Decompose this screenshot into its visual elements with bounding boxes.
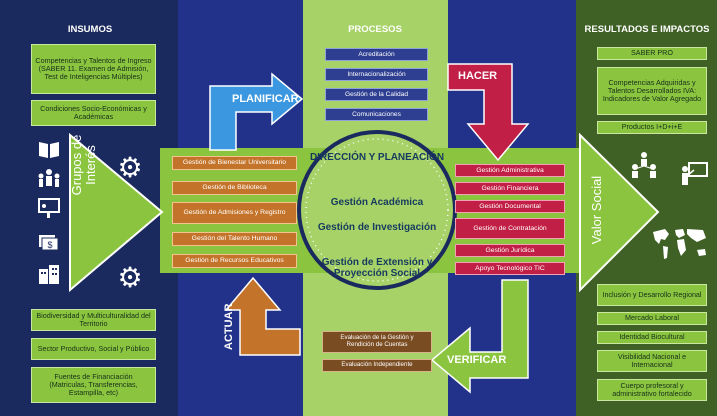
procesos-header: PROCESOS	[348, 24, 402, 35]
money-icon: $	[36, 230, 62, 254]
insumos-header: INSUMOS	[67, 24, 113, 35]
actuar-arrow	[224, 276, 301, 356]
resultado-competencias: Competencias Adquiridas y Talentos Desar…	[597, 67, 707, 115]
actuar-label: ACTUAR	[223, 303, 235, 350]
proceso-comunicaciones: Comunicaciones	[325, 108, 428, 121]
people-icon	[36, 166, 62, 190]
right-item-financiera: Gestión Financiera	[455, 182, 565, 195]
buildings-icon	[36, 262, 62, 286]
right-item-juridica: Gestión Jurídica	[455, 244, 565, 257]
resultado-productos: Productos I+D+i+E	[597, 121, 707, 134]
proceso-acreditacion: Acreditación	[325, 48, 428, 61]
center-item-academica: Gestión Académica	[330, 197, 424, 208]
insumo-competencias: Competencias y Talentos de Ingreso (SABE…	[31, 44, 156, 94]
planificar-label: PLANIFICAR	[232, 93, 299, 105]
gear-icon: ⚙	[117, 151, 143, 183]
right-item-tic: Apoyo Tecnológico TIC	[455, 262, 565, 275]
resultados-header: RESULTADOS E IMPACTOS	[584, 24, 710, 35]
verificar-label: VERIFICAR	[447, 354, 507, 366]
valor-label: Valor Social	[589, 175, 604, 245]
hacer-arrow	[447, 63, 530, 162]
planificar-arrow	[209, 72, 304, 151]
right-item-documental: Gestión Documental	[455, 200, 565, 213]
svg-text:$: $	[47, 240, 52, 250]
insumo-biodiversidad: Biodiversidad y Multiculturalidad del Te…	[31, 309, 156, 331]
presentation-icon	[36, 196, 62, 220]
book-icon	[36, 138, 62, 160]
verificar-arrow	[430, 279, 529, 394]
left-item-biblioteca: Gestión de Biblioteca	[172, 181, 297, 195]
insumo-condiciones: Condiciones Socio-Económicas y Académica…	[31, 100, 156, 126]
gear-icon: ⚙	[117, 261, 143, 293]
resultado-identidad: Identidad Biocultural	[597, 331, 707, 344]
team-icon	[628, 150, 660, 180]
left-item-recursos: Gestión de Recursos Educativos	[172, 254, 297, 268]
insumo-sector-productivo: Sector Productivo, Social y Público	[31, 338, 156, 360]
insumo-fuentes: Fuentes de Financiación (Matriculas, Tra…	[31, 367, 156, 403]
left-item-admisiones: Gestión de Admisiones y Registro	[172, 202, 297, 224]
center-item-investigacion: Gestión de Investigación	[317, 222, 437, 233]
center-item-extension: Gestión de Extensión y Proyección Social	[321, 257, 433, 280]
proceso-calidad: Gestión de la Calidad	[325, 88, 428, 101]
world-map-icon	[650, 225, 710, 263]
resultado-cuerpo: Cuerpo profesoral y administrativo forta…	[597, 379, 707, 401]
valor-triangle	[579, 132, 660, 293]
resultado-visibilidad: Visibilidad Nacional e Internacional	[597, 350, 707, 372]
resultado-mercado: Mercado Laboral	[597, 312, 707, 325]
hacer-label: HACER	[458, 70, 498, 82]
center-circle-dots	[305, 138, 449, 282]
grupos-label: Grupos de Interés	[69, 134, 98, 196]
eval-gestion: Evaluación de la Gestión y Rendición de …	[322, 331, 432, 353]
left-item-bienestar: Gestión de Bienestar Universitario	[172, 156, 297, 170]
proceso-internacionalizacion: Internacionalización	[325, 68, 428, 81]
grupos-triangle	[69, 132, 164, 293]
right-item-administrativa: Gestión Administrativa	[455, 164, 565, 177]
resultado-saber-pro: SABER PRO	[597, 47, 707, 60]
left-item-talento: Gestión del Talento Humano	[172, 232, 297, 246]
eval-independiente: Evaluación Independiente	[322, 359, 432, 372]
right-item-contratacion: Gestión de Contratación	[455, 218, 565, 239]
resultado-inclusion: Inclusión y Desarrollo Regional	[597, 284, 707, 306]
teacher-board-icon	[678, 160, 710, 190]
center-title: DIRECCIÓN Y PLANEACIÓN	[309, 152, 445, 163]
